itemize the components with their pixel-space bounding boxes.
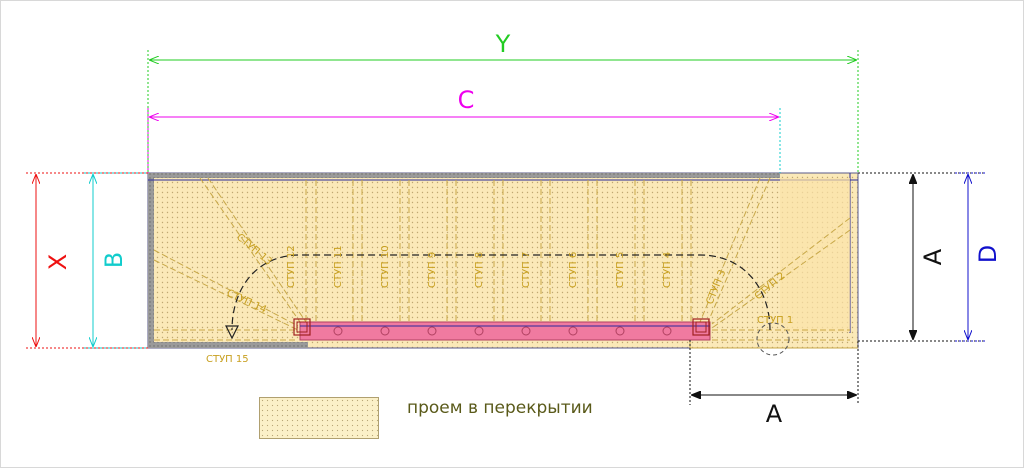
dimension-c: C xyxy=(147,86,781,173)
walking-line xyxy=(231,254,771,331)
step-label-10: СТУП 10 xyxy=(380,245,391,288)
step-label-12: СТУП 12 xyxy=(286,245,297,288)
walking-line-arrow-icon xyxy=(225,325,239,340)
dimension-a-horizontal: A xyxy=(689,340,859,428)
dimension-c-label: C xyxy=(458,86,475,114)
legend-swatch xyxy=(259,397,379,439)
dimension-b: B xyxy=(84,172,148,349)
step-label-8: СТУП 8 xyxy=(474,252,485,288)
winder-right xyxy=(699,177,851,341)
dimension-y: Y xyxy=(147,30,859,173)
dimension-x-label: X xyxy=(44,254,72,270)
step-label-5: СТУП 5 xyxy=(615,252,626,288)
dimension-y-label: Y xyxy=(495,30,511,58)
dimension-a-vertical: A xyxy=(858,172,985,342)
step-label-7: СТУП 7 xyxy=(521,252,532,288)
dimension-b-label: B xyxy=(100,252,128,268)
legend-label: проем в перекрытии xyxy=(407,398,593,418)
dimension-d-label: D xyxy=(974,245,1002,263)
step-label-1: СТУП 1 xyxy=(757,315,793,326)
dimension-x: X xyxy=(26,172,148,349)
step-label-6: СТУП 6 xyxy=(568,252,579,288)
dimension-d: D xyxy=(955,172,1002,342)
dimension-a-vertical-label: A xyxy=(919,248,947,265)
stringer xyxy=(293,318,858,356)
step-label-4: СТУП 4 xyxy=(662,252,673,288)
dimension-a-horizontal-label: A xyxy=(766,400,783,428)
winder-left xyxy=(153,177,307,341)
step-lines xyxy=(305,180,692,322)
step-label-9: СТУП 9 xyxy=(427,252,438,288)
step-label-15: СТУП 15 xyxy=(206,354,249,365)
step-label-11: СТУП 11 xyxy=(333,245,344,288)
